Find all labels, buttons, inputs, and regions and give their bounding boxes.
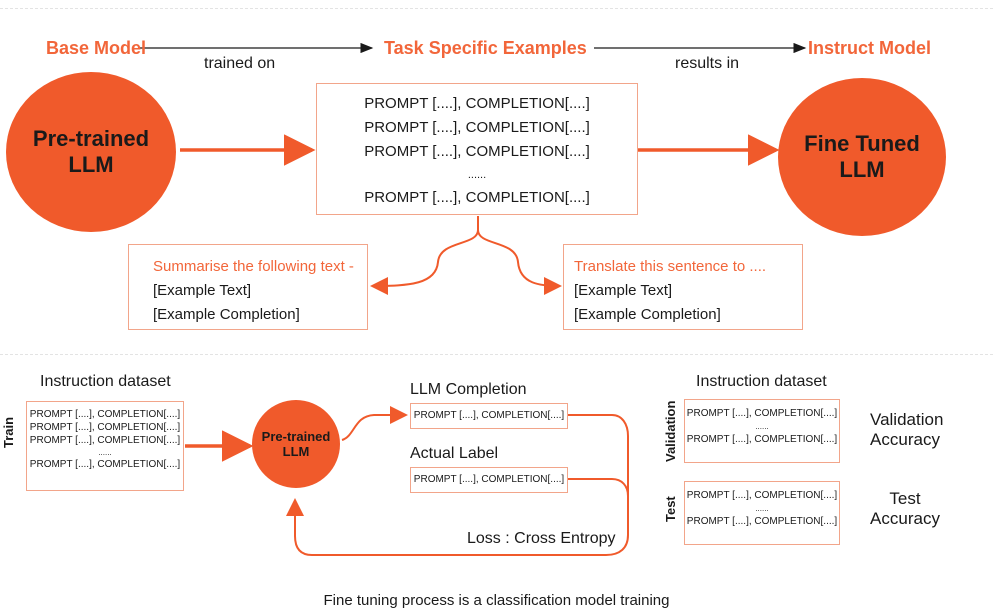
actual-label-row: PROMPT [....], COMPLETION[....] (413, 474, 565, 485)
example-row: PROMPT [....], COMPLETION[....] (364, 189, 590, 206)
loss-label: Loss : Cross Entropy (467, 530, 616, 547)
validation-row: PROMPT [....], COMPLETION[....] (686, 434, 838, 445)
middle-separator (0, 354, 993, 355)
summarise-title: Summarise the following text - (153, 258, 354, 275)
train-ellipsis: ...... (98, 448, 112, 457)
test-accuracy-line2: Accuracy (870, 508, 940, 528)
llm-completion-title: LLM Completion (410, 381, 527, 398)
finetuned-llm-line2: LLM (839, 157, 885, 182)
summarise-completion: [Example Completion] (153, 306, 300, 323)
validation-ellipsis: ...... (755, 422, 769, 431)
example-row: PROMPT [....], COMPLETION[....] (364, 95, 590, 112)
translate-text: [Example Text] (574, 282, 673, 299)
example-ellipsis: ...... (467, 169, 487, 181)
validation-row: PROMPT [....], COMPLETION[....] (686, 408, 838, 419)
arrow-to-translate (477, 229, 562, 295)
finetuned-llm-line1: Fine Tuned (804, 131, 920, 156)
task-examples-label: Task Specific Examples (384, 38, 587, 58)
pretrained-llm-small-circle: Pre-trained LLM (252, 400, 340, 488)
test-label: Test (663, 496, 678, 522)
top-separator (0, 8, 993, 9)
test-row: PROMPT [....], COMPLETION[....] (686, 490, 838, 501)
results-in-label: results in (675, 55, 740, 72)
train-dataset-box: PROMPT [....], COMPLETION[....] PROMPT [… (26, 401, 184, 491)
pretrained-llm-line1: Pre-trained (32, 126, 150, 151)
train-row: PROMPT [....], COMPLETION[....] (29, 435, 181, 446)
caption: Fine tuning process is a classification … (323, 592, 670, 609)
small-pretrained-line1: Pre-trained (261, 429, 331, 444)
test-row: PROMPT [....], COMPLETION[....] (686, 516, 838, 527)
pretrained-llm-circle: Pre-trained LLM (6, 72, 176, 232)
pretrained-llm-line2: LLM (68, 152, 114, 177)
llm-completion-row: PROMPT [....], COMPLETION[....] (413, 410, 565, 421)
instruction-dataset-eval-title: Instruction dataset (696, 373, 827, 390)
translate-example-box: Translate this sentence to .... [Example… (563, 244, 803, 330)
translate-completion: [Example Completion] (574, 306, 721, 323)
example-row: PROMPT [....], COMPLETION[....] (364, 143, 590, 160)
test-accuracy-label: Test Accuracy (870, 489, 940, 528)
small-pretrained-line2: LLM (282, 444, 310, 459)
trained-on-label: trained on (204, 55, 276, 72)
arrow-to-summarise (370, 216, 479, 295)
validation-accuracy-line1: Validation (870, 410, 944, 429)
summarise-text: [Example Text] (153, 282, 252, 299)
train-row: PROMPT [....], COMPLETION[....] (29, 422, 181, 433)
test-accuracy-line1: Test (889, 489, 921, 508)
validation-accuracy-line2: Accuracy (870, 429, 940, 449)
actual-label-box: PROMPT [....], COMPLETION[....] (410, 467, 568, 493)
validation-label: Validation (663, 400, 678, 462)
loss-feedback-loop (286, 414, 629, 556)
instruction-dataset-train-title: Instruction dataset (40, 373, 171, 390)
arrow-llm-to-completion (341, 406, 408, 441)
translate-title: Translate this sentence to .... (574, 258, 767, 275)
test-dataset-box: PROMPT [....], COMPLETION[....] ...... P… (684, 481, 840, 545)
train-row: PROMPT [....], COMPLETION[....] (29, 459, 181, 470)
validation-dataset-box: PROMPT [....], COMPLETION[....] ...... P… (684, 399, 840, 463)
example-row: PROMPT [....], COMPLETION[....] (364, 119, 590, 136)
actual-label-title: Actual Label (410, 445, 499, 462)
llm-completion-box: PROMPT [....], COMPLETION[....] (410, 403, 568, 429)
finetuned-llm-circle: Fine Tuned LLM (778, 78, 946, 236)
summarise-example-box: Summarise the following text - [Example … (128, 244, 368, 330)
task-examples-box: PROMPT [....], COMPLETION[....] PROMPT [… (316, 83, 638, 215)
instruct-model-label: Instruct Model (808, 38, 932, 58)
validation-accuracy-label: Validation Accuracy (870, 410, 944, 449)
arrow-label-join (568, 478, 629, 497)
base-model-label: Base Model (46, 38, 147, 58)
test-ellipsis: ...... (755, 504, 769, 513)
train-label: Train (1, 416, 16, 448)
train-row: PROMPT [....], COMPLETION[....] (29, 409, 181, 420)
